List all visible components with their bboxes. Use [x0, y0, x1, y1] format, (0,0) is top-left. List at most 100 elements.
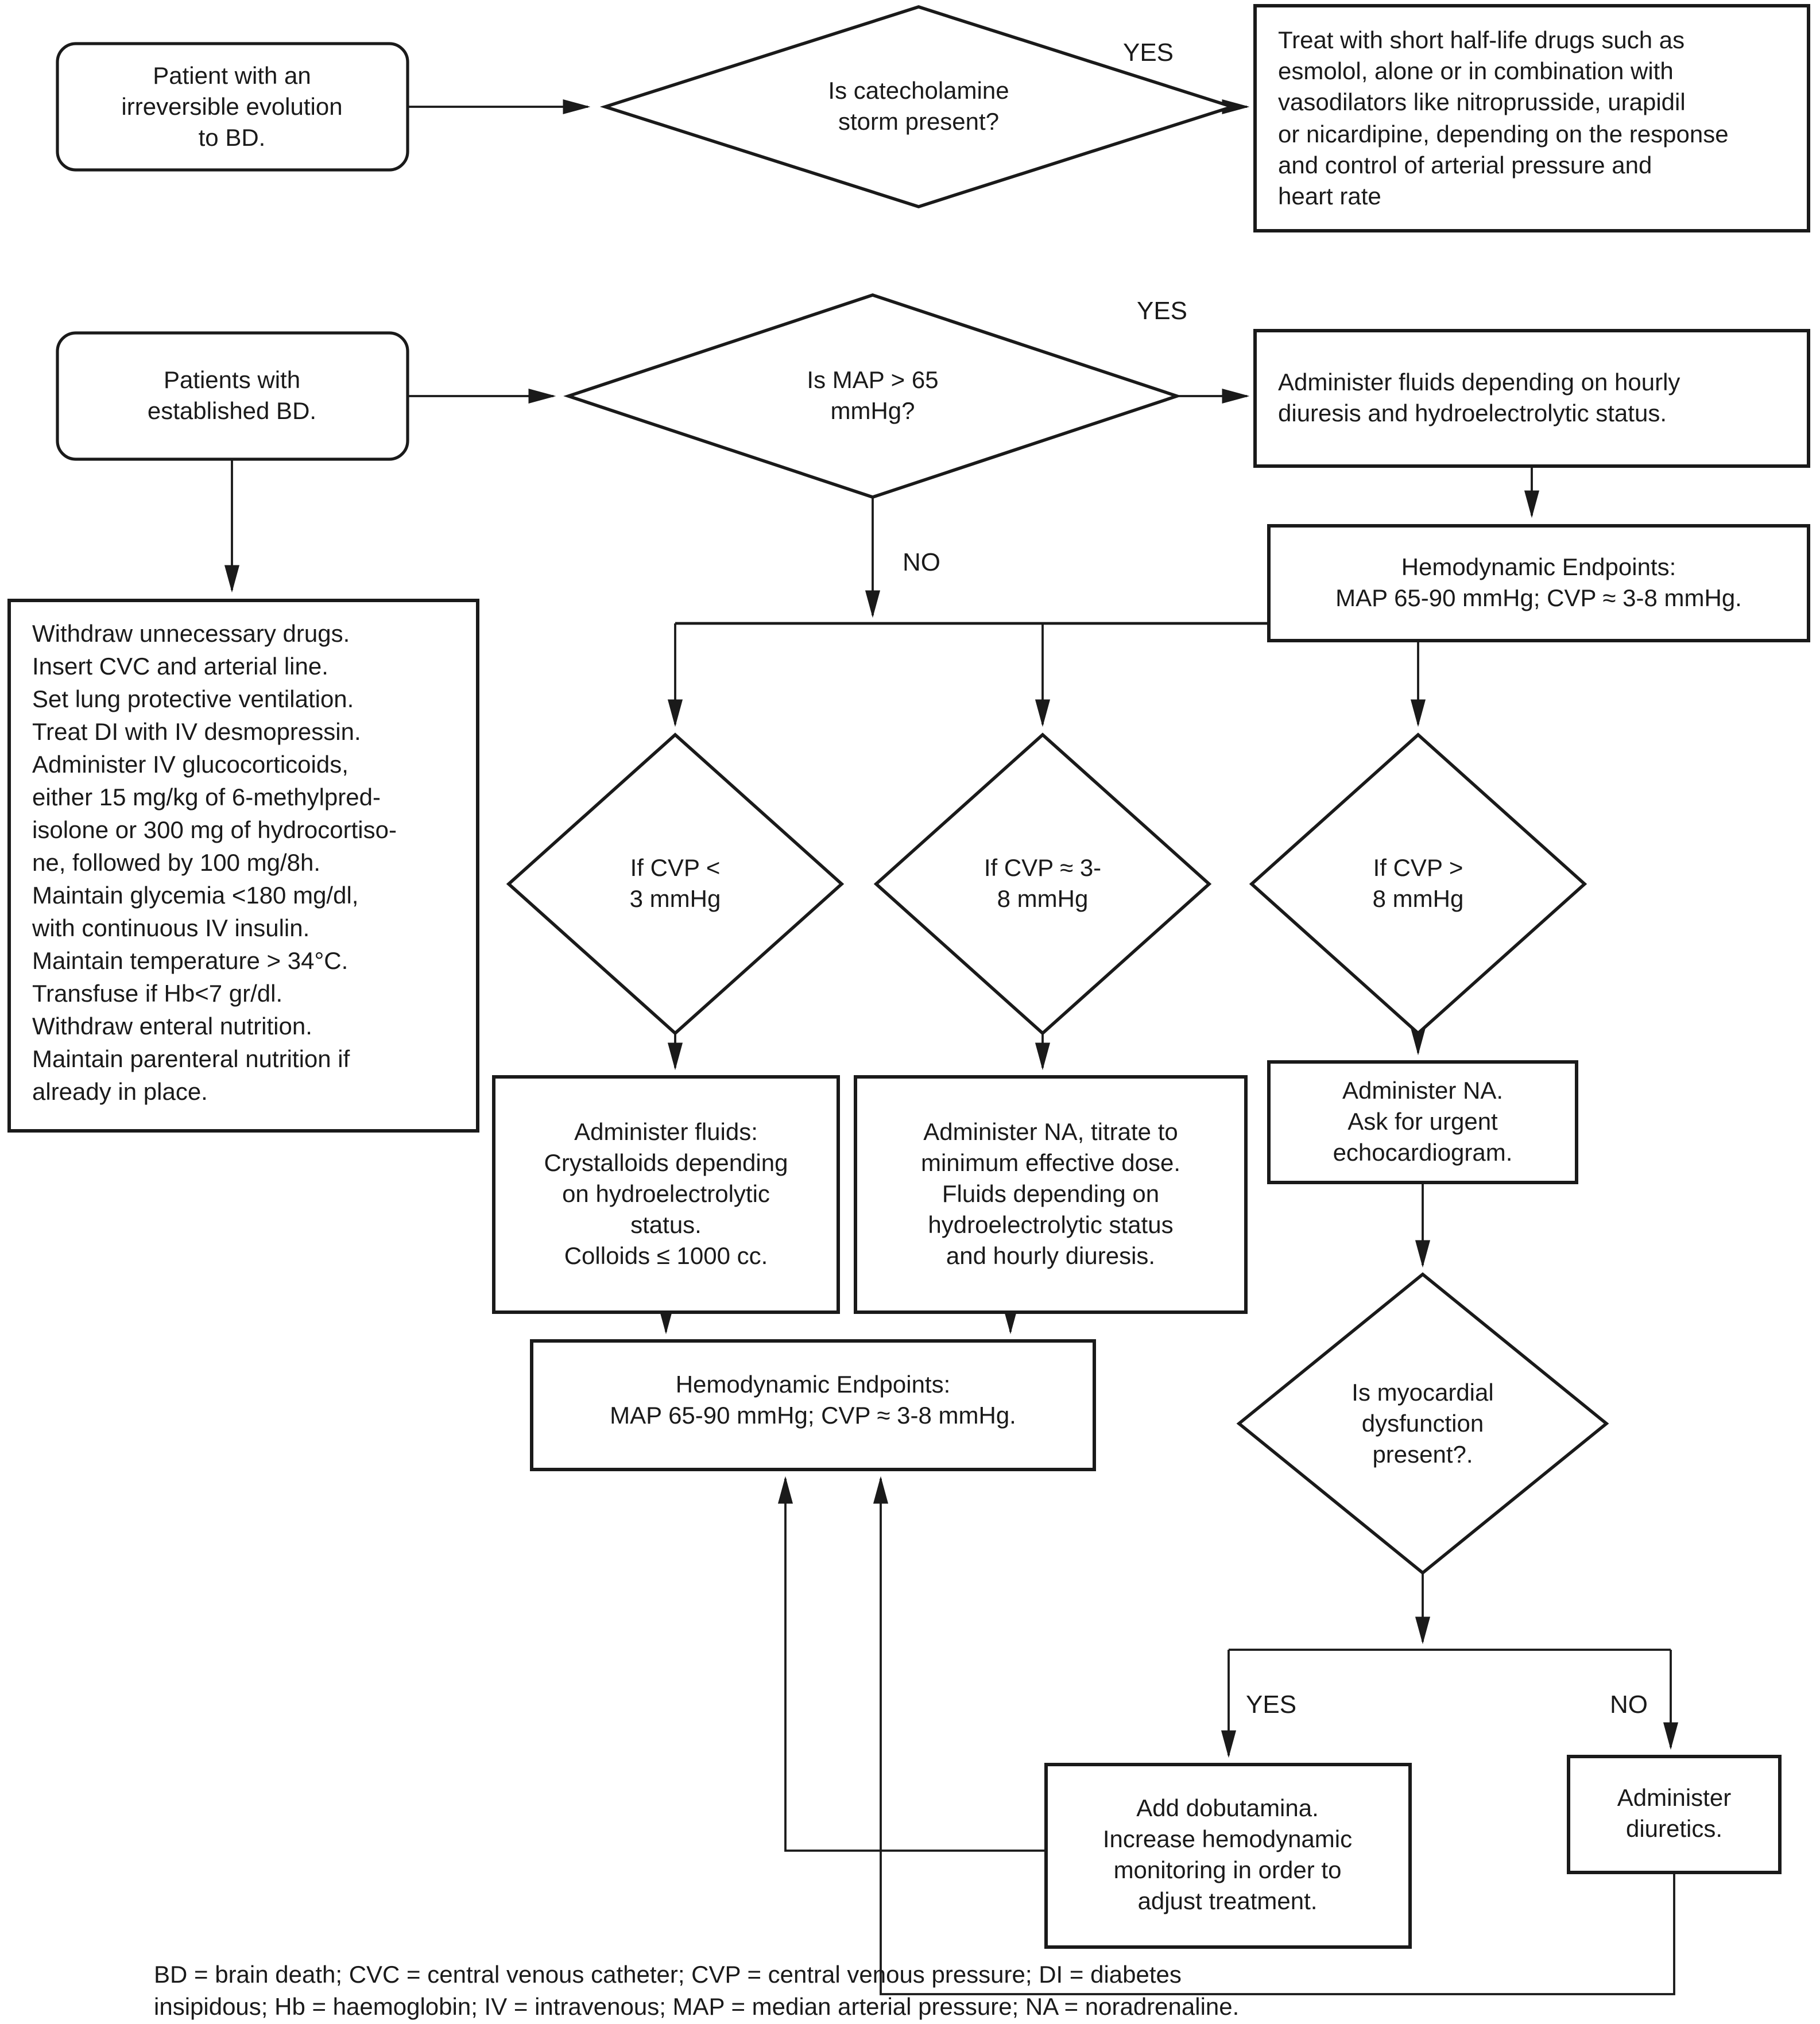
decision-cvp-mid-diamond — [873, 732, 1212, 1036]
administer-fluids-hourly-line: diuresis and hydroelectrolytic status. — [1278, 400, 1667, 426]
node-administer-crystalloids: Administer fluids: Crystalloids dependin… — [492, 1075, 840, 1314]
add-dobutamina-line: Add dobutamina. — [1136, 1794, 1319, 1821]
node-decision-catecholamine: Is catecholamine storm present? — [599, 5, 1238, 208]
endpoints-central-box — [530, 1339, 1096, 1471]
node-administer-diuretics: Administer diuretics. — [1567, 1755, 1782, 1874]
administer-na-echo-box — [1267, 1060, 1578, 1184]
legend-line: insipidous; Hb = haemoglobin; IV = intra… — [154, 1993, 1239, 2020]
decision-cvp-low-diamond — [506, 732, 845, 1036]
administer-na-titrate-line: hydroelectrolytic status — [928, 1211, 1173, 1238]
administer-na-echo-line: Ask for urgent — [1347, 1108, 1498, 1135]
treat-line: and control of arterial pressure and — [1278, 152, 1652, 179]
endpoints-central-line: Hemodynamic Endpoints: — [676, 1371, 951, 1398]
administer-crystalloids-line: status. — [630, 1211, 702, 1238]
endpoints-right-box — [1267, 524, 1810, 642]
administer-diuretics-box — [1567, 1755, 1782, 1874]
administer-na-titrate-line: and hourly diuresis. — [946, 1242, 1155, 1269]
add-dobutamina-line: adjust treatment. — [1138, 1887, 1318, 1914]
supportive-care-line: Maintain temperature > 34°C. — [32, 947, 348, 974]
decision-catecholamine-line: storm present? — [838, 108, 999, 135]
supportive-care-line: isolone or 300 mg of hydrocortiso- — [32, 816, 397, 843]
start-irreversible-line: Patient with an — [153, 62, 311, 89]
add-dobutamina-line: monitoring in order to — [1114, 1856, 1342, 1883]
administer-crystalloids-line: on hydroelectrolytic — [562, 1180, 770, 1207]
treat-line: Treat with short half-life drugs such as — [1278, 26, 1685, 53]
supportive-care-line: ne, followed by 100 mg/8h. — [32, 849, 320, 876]
administer-na-titrate-line: Fluids depending on — [942, 1180, 1159, 1207]
administer-crystalloids-line: Administer fluids: — [574, 1118, 758, 1145]
supportive-care-line: Withdraw unnecessary drugs. — [32, 620, 350, 647]
start-irreversible-line: irreversible evolution — [121, 93, 342, 120]
node-decision-cvp-mid: If CVP ≈ 3- 8 mmHg — [873, 732, 1212, 1036]
decision-myocardial-diamond — [1236, 1272, 1609, 1575]
administer-na-titrate-box — [854, 1075, 1248, 1314]
supportive-care-line: Withdraw enteral nutrition. — [32, 1013, 312, 1040]
endpoints-central-line: MAP 65-90 mmHg; CVP ≈ 3-8 mmHg. — [610, 1402, 1016, 1429]
administer-crystalloids-box — [492, 1075, 840, 1314]
start-irreversible-line: to BD. — [199, 124, 266, 151]
start-established-line: established BD. — [148, 397, 316, 424]
start-irreversible-box — [56, 42, 409, 172]
decision-cvp-high-line: 8 mmHg — [1373, 885, 1464, 912]
add-dobutamina-line: Increase hemodynamic — [1103, 1825, 1352, 1852]
decision-map-diamond — [563, 293, 1182, 499]
endpoints-right-line: Hemodynamic Endpoints: — [1401, 553, 1676, 580]
administer-diuretics-line: diuretics. — [1626, 1815, 1722, 1842]
treat-line: vasodilators like nitroprusside, urapidi… — [1278, 88, 1686, 115]
feedback-dobutamina-to-endpoints — [777, 1476, 1046, 1852]
decision-myocardial-line: present?. — [1372, 1441, 1473, 1468]
node-administer-fluids-hourly: Administer fluids depending on hourly di… — [1253, 329, 1810, 468]
decision-cvp-low-line: If CVP < — [630, 854, 721, 881]
supportive-care-line: with continuous IV insulin. — [32, 914, 309, 941]
feedback-diuretics-to-endpoints — [873, 1476, 1675, 1995]
start-established-box — [56, 331, 409, 461]
administer-na-titrate-line: Administer NA, titrate to — [923, 1118, 1178, 1145]
treat-line: esmolol, alone or in combination with — [1278, 57, 1674, 84]
decision-cvp-high-line: If CVP > — [1373, 854, 1463, 881]
node-add-dobutamina: Add dobutamina. Increase hemodynamic mon… — [1044, 1763, 1412, 1949]
supportive-care-box — [7, 599, 479, 1133]
administer-fluids-hourly-box — [1253, 329, 1810, 468]
decision-cvp-low-line: 3 mmHg — [630, 885, 721, 912]
administer-na-echo-line: Administer NA. — [1342, 1077, 1503, 1104]
endpoints-right-line: MAP 65-90 mmHg; CVP ≈ 3-8 mmHg. — [1335, 584, 1742, 611]
decision-cvp-mid-line: If CVP ≈ 3- — [984, 854, 1101, 881]
administer-na-titrate-line: minimum effective dose. — [921, 1149, 1180, 1176]
decision-catecholamine-line: Is catecholamine — [828, 77, 1009, 104]
node-administer-na-echo: Administer NA. Ask for urgent echocardio… — [1267, 1060, 1578, 1184]
start-established-line: Patients with — [164, 366, 300, 393]
decision-cvp-mid-line: 8 mmHg — [997, 885, 1089, 912]
legend: BD = brain death; CVC = central venous c… — [154, 1961, 1239, 2020]
supportive-care-line: either 15 mg/kg of 6-methylpred- — [32, 784, 381, 811]
decision-map-line: mmHg? — [830, 397, 915, 424]
node-endpoints-central: Hemodynamic Endpoints: MAP 65-90 mmHg; C… — [530, 1339, 1096, 1471]
node-treat-short-half-life: Treat with short half-life drugs such as… — [1253, 4, 1810, 232]
supportive-care-line: Maintain glycemia <180 mg/dl, — [32, 882, 358, 909]
supportive-care-line: Treat DI with IV desmopressin. — [32, 718, 361, 745]
supportive-care-line: Maintain parenteral nutrition if — [32, 1045, 350, 1072]
supportive-care-line: already in place. — [32, 1078, 208, 1105]
decision-catecholamine-diamond — [599, 5, 1238, 208]
supportive-care-line: Insert CVC and arterial line. — [32, 653, 328, 680]
treat-short-half-life-box — [1253, 4, 1810, 232]
supportive-care-line: Administer IV glucocorticoids, — [32, 751, 348, 778]
administer-crystalloids-line: Crystalloids depending — [544, 1149, 788, 1176]
decision-map-line: Is MAP > 65 — [807, 366, 938, 393]
node-administer-na-titrate: Administer NA, titrate to minimum effect… — [854, 1075, 1248, 1314]
legend-line: BD = brain death; CVC = central venous c… — [154, 1961, 1182, 1988]
node-decision-map: Is MAP > 65 mmHg? — [563, 293, 1182, 499]
node-supportive-care: Withdraw unnecessary drugs. Insert CVC a… — [7, 599, 479, 1133]
decision-myocardial-line: dysfunction — [1362, 1410, 1484, 1437]
label-yes-myocardial: YES — [1246, 1690, 1296, 1719]
label-yes-map: YES — [1137, 297, 1187, 325]
add-dobutamina-box — [1044, 1763, 1412, 1949]
node-decision-cvp-high: If CVP > 8 mmHg — [1249, 732, 1587, 1036]
label-yes-catecholamine: YES — [1123, 38, 1174, 67]
supportive-care-line: Transfuse if Hb<7 gr/dl. — [32, 980, 282, 1007]
node-start-irreversible: Patient with an irreversible evolution t… — [56, 42, 409, 172]
decision-cvp-high-diamond — [1249, 732, 1587, 1036]
node-decision-cvp-low: If CVP < 3 mmHg — [506, 732, 845, 1036]
treat-line: heart rate — [1278, 183, 1381, 210]
